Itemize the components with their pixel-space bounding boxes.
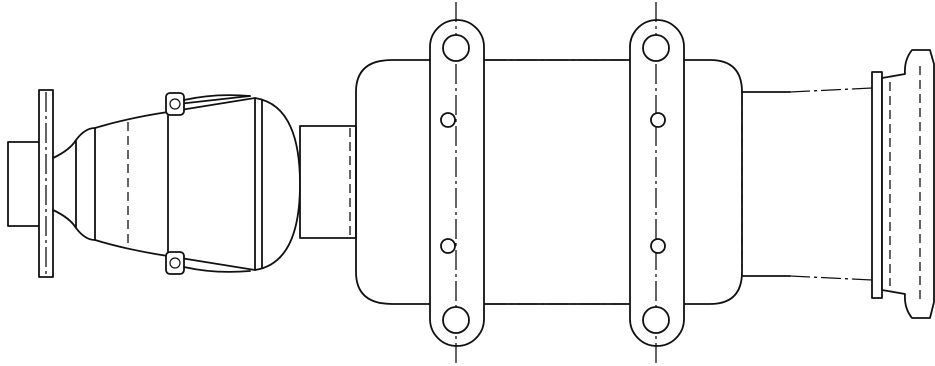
rounded-tank xyxy=(165,92,301,275)
connecting-neck xyxy=(299,125,357,239)
main-cylinder-body xyxy=(355,59,743,305)
right-end-flange xyxy=(871,49,935,319)
right-outlet-duct xyxy=(741,87,873,281)
tapered-nozzle xyxy=(52,111,169,257)
left-end-fitting xyxy=(7,89,54,278)
mounting-bracket-right xyxy=(629,2,685,364)
mounting-bracket-left xyxy=(429,2,485,364)
